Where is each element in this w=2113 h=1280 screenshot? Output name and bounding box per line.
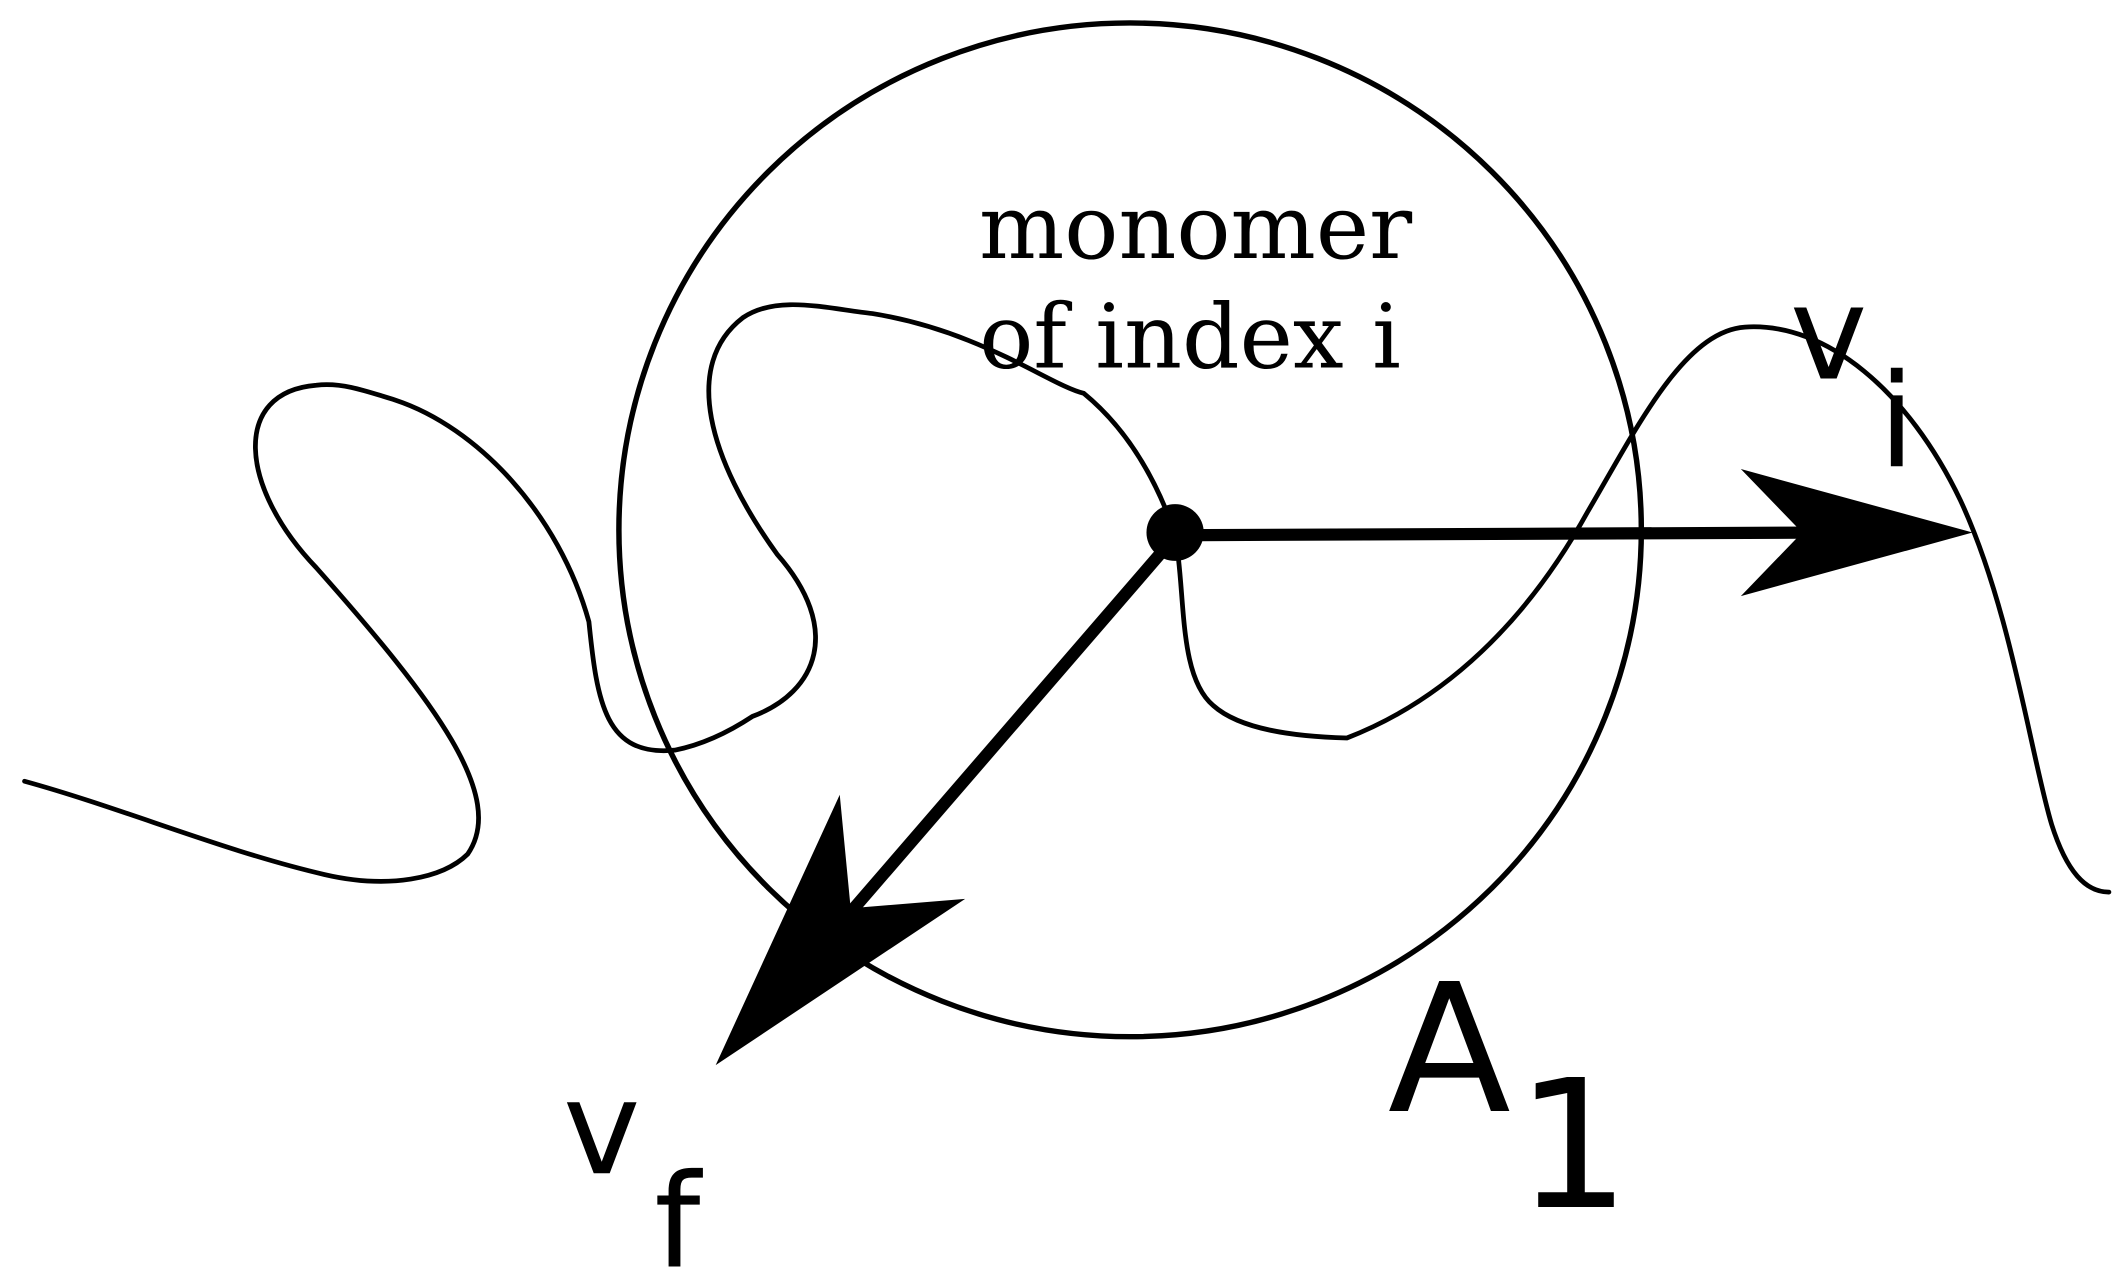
polymer-chain [22, 302, 2112, 895]
vf-arrowhead [715, 794, 966, 1066]
index-label: of index i [979, 286, 1401, 390]
vi-arrow-shaft [1168, 526, 1833, 542]
region-subscript: 1 [1516, 1043, 1630, 1250]
vi-subscript: i [1879, 346, 1915, 497]
vf-subscript: f [654, 1146, 703, 1280]
vf-arrow-shaft [818, 530, 1182, 949]
vi-symbol: v [1790, 258, 1867, 409]
vi-arrowhead [1740, 469, 1973, 597]
region-symbol: A [1388, 947, 1511, 1154]
vf-symbol: v [563, 1053, 640, 1204]
monomer-label: monomer [979, 177, 1412, 281]
